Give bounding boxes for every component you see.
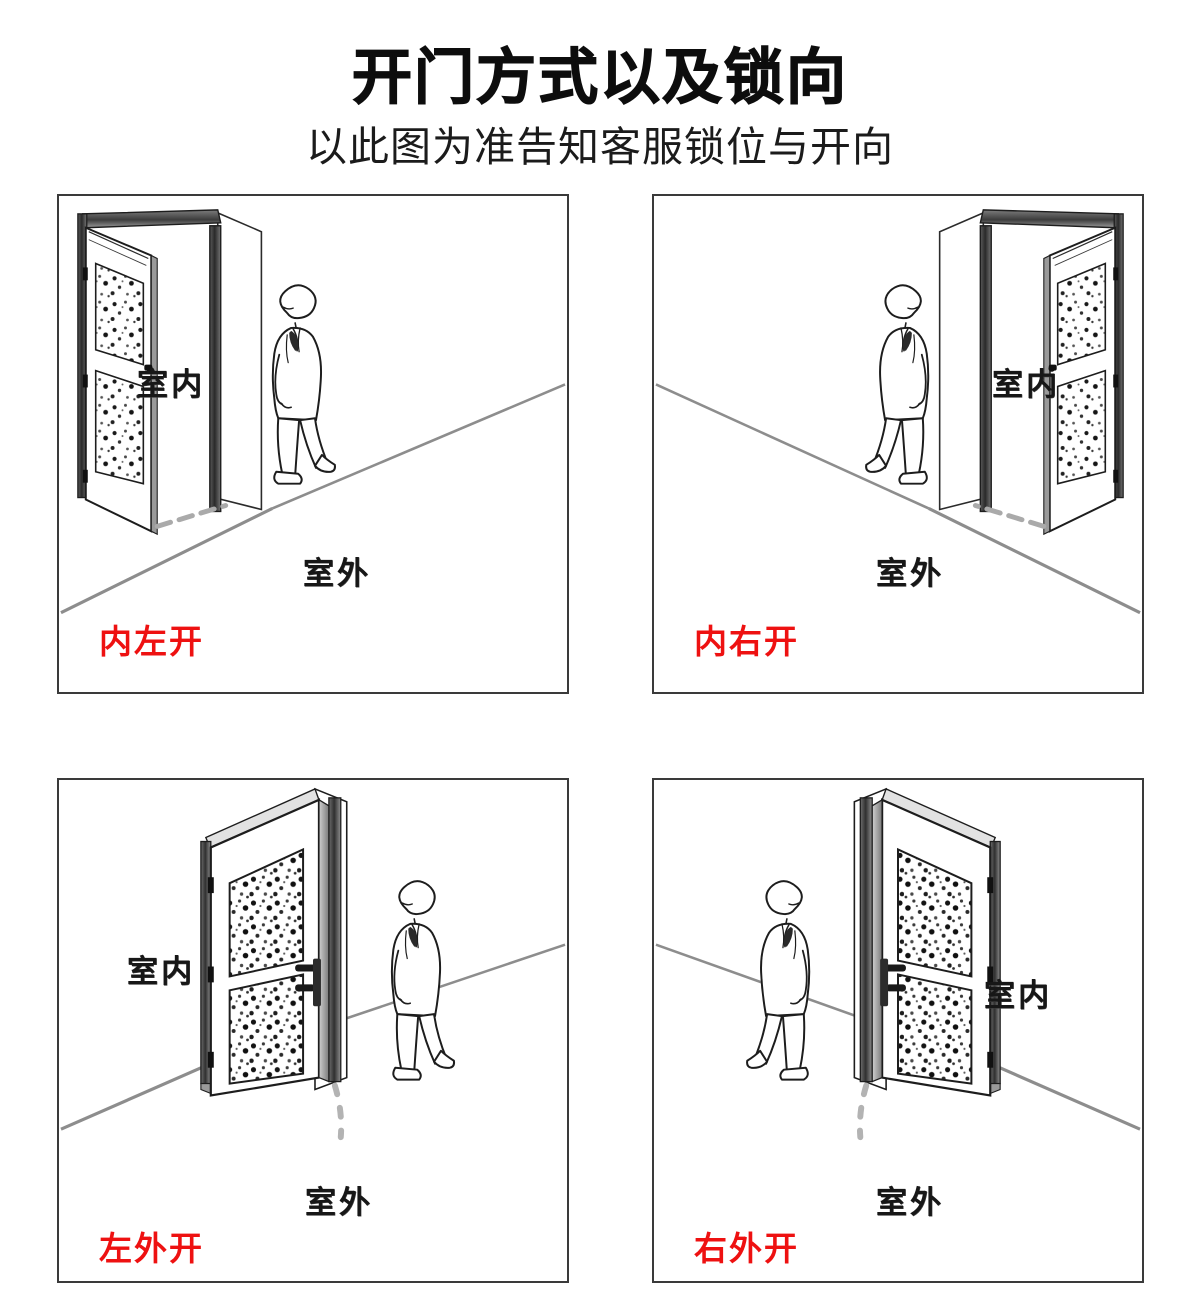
walking-person-icon <box>271 284 336 485</box>
diagram-panel-inward-left[interactable]: 室内 室外 内左开 <box>57 194 569 694</box>
outdoor-label: 室外 <box>303 556 371 591</box>
door-handle-icon <box>1048 364 1057 372</box>
indoor-label: 室内 <box>137 367 205 402</box>
outdoor-label: 室外 <box>876 1185 944 1220</box>
door-frame-icon <box>77 209 263 513</box>
walking-person-icon <box>865 284 930 485</box>
diagram-panel-outward-left[interactable]: 室内 室外 左外开 <box>57 778 569 1283</box>
hinge-icon <box>987 877 994 1068</box>
indoor-label: 室内 <box>127 954 195 989</box>
door-icon <box>856 798 994 1141</box>
outdoor-label: 室外 <box>305 1185 373 1220</box>
mode-label-outward-left: 左外开 <box>99 1230 204 1267</box>
door-illustration-outward-left <box>60 787 566 1141</box>
indoor-label: 室内 <box>984 978 1052 1013</box>
door-illustration-outward-right <box>655 787 1141 1141</box>
outdoor-label: 室外 <box>876 556 944 591</box>
hinge-icon <box>207 877 214 1068</box>
mode-label-outward-right: 右外开 <box>694 1230 799 1267</box>
page-title: 开门方式以及锁向 <box>351 44 848 111</box>
door-icon <box>82 226 229 536</box>
indoor-label: 室内 <box>992 367 1060 402</box>
hinge-icon <box>1113 267 1119 483</box>
floor-corner-line <box>655 383 1141 615</box>
door-handle-icon <box>295 958 321 1007</box>
walking-person-icon <box>390 880 456 1081</box>
hinge-icon <box>82 267 88 483</box>
door-illustration-inward-left <box>60 209 566 615</box>
door-handle-icon <box>144 364 153 372</box>
door-frame-icon <box>938 209 1124 513</box>
floor-corner-line <box>60 383 566 615</box>
page-header: 开门方式以及锁向 以此图为准告知客服锁位与开向 <box>0 0 1200 170</box>
door-illustration-inward-right <box>655 209 1141 615</box>
diagram-panel-inward-right[interactable]: 室内 室外 内右开 <box>652 194 1144 694</box>
page-subtitle: 以此图为准告知客服锁位与开向 <box>306 123 894 170</box>
door-icon <box>207 798 345 1141</box>
walking-person-icon <box>746 880 811 1081</box>
mode-label-inward-right: 内右开 <box>694 623 799 660</box>
door-icon <box>972 226 1119 536</box>
door-handle-icon <box>880 958 906 1007</box>
diagram-panel-outward-right[interactable]: 室内 室外 右外开 <box>652 778 1144 1283</box>
mode-label-inward-left: 内左开 <box>99 623 204 660</box>
